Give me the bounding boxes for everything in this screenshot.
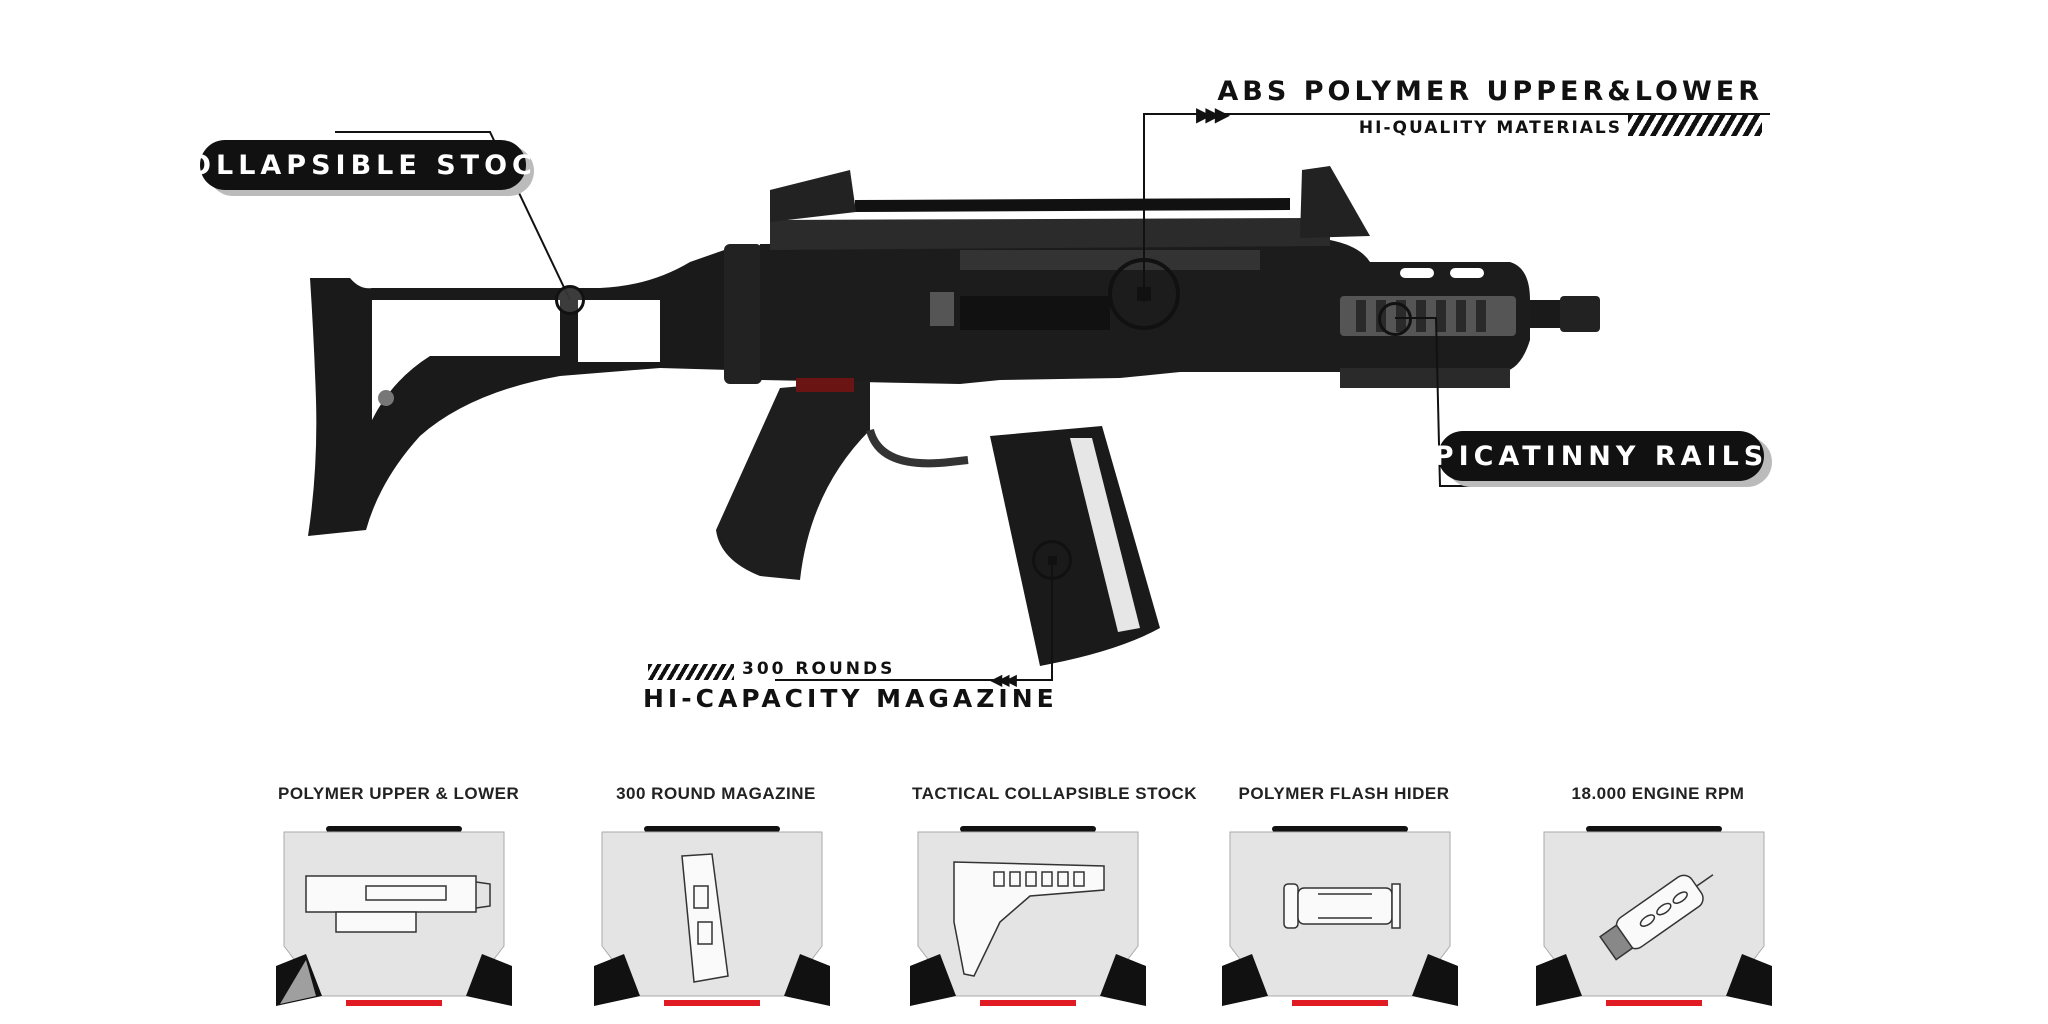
motor-icon — [1599, 874, 1714, 961]
target-upper — [1108, 258, 1180, 330]
hatch-upper — [1628, 114, 1762, 136]
callout-magazine-subtitle: 300 ROUNDS — [742, 659, 896, 679]
feature-card-flash-hider — [1222, 826, 1458, 1006]
feature-card-stock — [910, 826, 1146, 1006]
stock-icon — [953, 861, 1105, 977]
feature-title-flash-hider: POLYMER FLASH HIDER — [1238, 784, 1450, 803]
feature-title-motor: 18.000 ENGINE RPM — [1571, 784, 1745, 803]
feature-card-motor — [1536, 826, 1772, 1006]
feature-title-magazine: 300 ROUND MAGAZINE — [616, 784, 816, 803]
callout-magazine-title: HI-CAPACITY MAGAZINE — [643, 684, 1058, 713]
callout-upper-subtitle: HI-QUALITY MATERIALS — [1358, 118, 1622, 138]
target-magazine — [1032, 540, 1072, 580]
receiver-icon — [305, 875, 491, 933]
callout-collapsible-stock: COLLAPSIBLE STOCK — [163, 140, 558, 190]
magazine-icon — [681, 853, 729, 983]
feature-card-magazine — [594, 826, 830, 1006]
callout-upper-title: ABS POLYMER UPPER&LOWER — [1217, 76, 1763, 107]
feature-title-stock: TACTICAL COLLAPSIBLE STOCK — [912, 784, 1197, 803]
flash-hider-icon — [1283, 883, 1401, 929]
target-stock — [555, 285, 585, 315]
hatch-magazine — [648, 664, 734, 680]
feature-title-upper-lower: POLYMER UPPER & LOWER — [278, 784, 520, 803]
arrow-magazine-icon: ◀◀◀ — [990, 670, 1017, 689]
callout-lines — [335, 113, 1770, 681]
arrow-upper-icon: ▶▶▶ — [1196, 102, 1230, 126]
callout-picatinny-rails: PICATINNY RAILS — [1434, 431, 1764, 481]
feature-card-upper-lower — [276, 826, 512, 1006]
target-rails — [1378, 302, 1412, 336]
